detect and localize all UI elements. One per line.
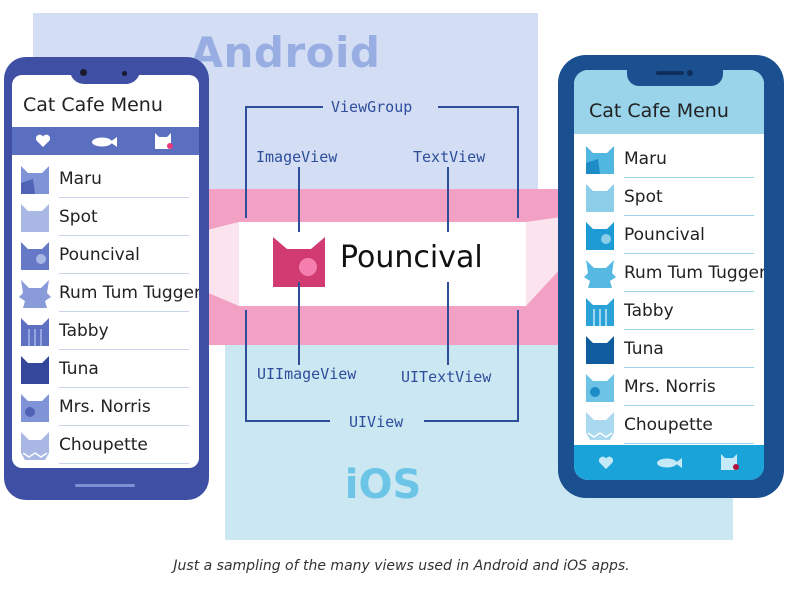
android-label: Android — [190, 28, 381, 77]
list-item-label: Mrs. Norris — [624, 377, 716, 397]
uiimageview-label: UIImageView — [254, 365, 360, 383]
heart-icon[interactable] — [35, 133, 51, 149]
row-divider — [59, 235, 189, 236]
ios-label: iOS — [344, 462, 422, 508]
cat-choupette-icon — [21, 432, 49, 460]
cat-mrs-norris-icon — [21, 394, 49, 422]
fish-icon[interactable] — [656, 457, 682, 469]
row-divider — [59, 197, 189, 198]
cat-rum-tum-tugger-icon — [584, 260, 616, 288]
row-divider — [59, 463, 189, 464]
list-item[interactable]: Tabby — [12, 313, 199, 351]
cat-maru-icon — [586, 146, 614, 174]
list-item-label: Spot — [624, 187, 663, 207]
android-app-title: Cat Cafe Menu — [23, 94, 163, 116]
left-highlight-wedge — [199, 222, 239, 306]
list-item-label: Rum Tum Tugger — [59, 283, 199, 303]
cat-pouncival-icon — [273, 237, 325, 287]
list-item[interactable]: Rum Tum Tugger — [574, 255, 764, 293]
row-divider — [624, 215, 754, 216]
ios-camera — [687, 70, 693, 76]
list-item-label: Rum Tum Tugger — [624, 263, 764, 283]
imageview-label: ImageView — [253, 148, 341, 166]
list-item[interactable]: Choupette — [12, 427, 199, 465]
list-item-label: Maru — [59, 169, 102, 189]
cat-mrs-norris-icon — [586, 374, 614, 402]
row-divider — [59, 273, 189, 274]
cat-face-icon[interactable] — [154, 132, 174, 150]
list-item[interactable]: Tabby — [574, 293, 764, 331]
ios-bracket-right — [424, 310, 519, 422]
cat-spot-icon — [21, 204, 49, 232]
row-divider — [624, 253, 754, 254]
row-divider — [59, 425, 189, 426]
list-item-label: Tabby — [59, 321, 109, 341]
center-label: Pouncival — [340, 240, 483, 275]
list-item-label: Pouncival — [59, 245, 140, 265]
list-item[interactable]: Mrs. Norris — [12, 389, 199, 427]
list-item-label: Spot — [59, 207, 98, 227]
list-item-label: Tabby — [624, 301, 674, 321]
cat-face-icon[interactable] — [720, 453, 740, 471]
list-item-label: Maru — [624, 149, 667, 169]
android-tab-bar — [12, 127, 199, 155]
cat-tuna-icon — [21, 356, 49, 384]
list-item[interactable]: Maru — [574, 141, 764, 179]
android-bracket-right — [438, 106, 519, 218]
row-divider — [624, 177, 754, 178]
fish-icon[interactable] — [91, 136, 117, 148]
ios-app-title: Cat Cafe Menu — [589, 100, 729, 122]
ios-tab-bar — [574, 445, 764, 480]
cat-pouncival-icon — [586, 222, 614, 250]
list-item-label: Tuna — [59, 359, 99, 379]
row-divider — [624, 405, 754, 406]
list-item[interactable]: Tuna — [574, 331, 764, 369]
list-item[interactable]: Pouncival — [12, 237, 199, 275]
cat-tuna-icon — [586, 336, 614, 364]
list-item[interactable]: Pouncival — [574, 217, 764, 255]
android-sensor — [122, 71, 127, 76]
uiview-label: UIView — [346, 413, 407, 431]
row-divider — [624, 291, 754, 292]
list-item[interactable]: Maru — [12, 161, 199, 199]
cat-pouncival-icon — [21, 242, 49, 270]
ios-speaker — [656, 71, 684, 75]
android-camera — [80, 69, 87, 76]
list-item[interactable]: Choupette — [574, 407, 764, 445]
textview-label: TextView — [410, 148, 489, 166]
cat-maru-icon — [21, 166, 49, 194]
row-divider — [59, 311, 189, 312]
list-item[interactable]: Rum Tum Tugger — [12, 275, 199, 313]
list-item[interactable]: Mrs. Norris — [574, 369, 764, 407]
row-divider — [59, 387, 189, 388]
row-divider — [59, 349, 189, 350]
list-item[interactable]: Spot — [574, 179, 764, 217]
uitextview-label: UITextView — [398, 368, 495, 386]
cat-choupette-icon — [586, 412, 614, 440]
cat-spot-icon — [586, 184, 614, 212]
row-divider — [624, 443, 754, 444]
heart-icon[interactable] — [598, 455, 614, 471]
list-item-label: Pouncival — [624, 225, 705, 245]
row-divider — [624, 329, 754, 330]
list-item-label: Choupette — [624, 415, 713, 435]
list-item-label: Mrs. Norris — [59, 397, 151, 417]
list-item[interactable]: Tuna — [12, 351, 199, 389]
caption: Just a sampling of the many views used i… — [173, 558, 630, 574]
ios-notch — [627, 68, 723, 86]
android-bracket-left — [245, 106, 323, 218]
cat-tabby-icon — [586, 298, 614, 326]
list-item-label: Choupette — [59, 435, 148, 455]
viewgroup-label: ViewGroup — [328, 98, 416, 116]
android-home-bar — [75, 484, 135, 487]
cat-rum-tum-tugger-icon — [19, 280, 51, 308]
ios-bracket-left — [245, 310, 330, 422]
list-item-label: Tuna — [624, 339, 664, 359]
cat-tabby-icon — [21, 318, 49, 346]
row-divider — [624, 367, 754, 368]
list-item[interactable]: Spot — [12, 199, 199, 237]
